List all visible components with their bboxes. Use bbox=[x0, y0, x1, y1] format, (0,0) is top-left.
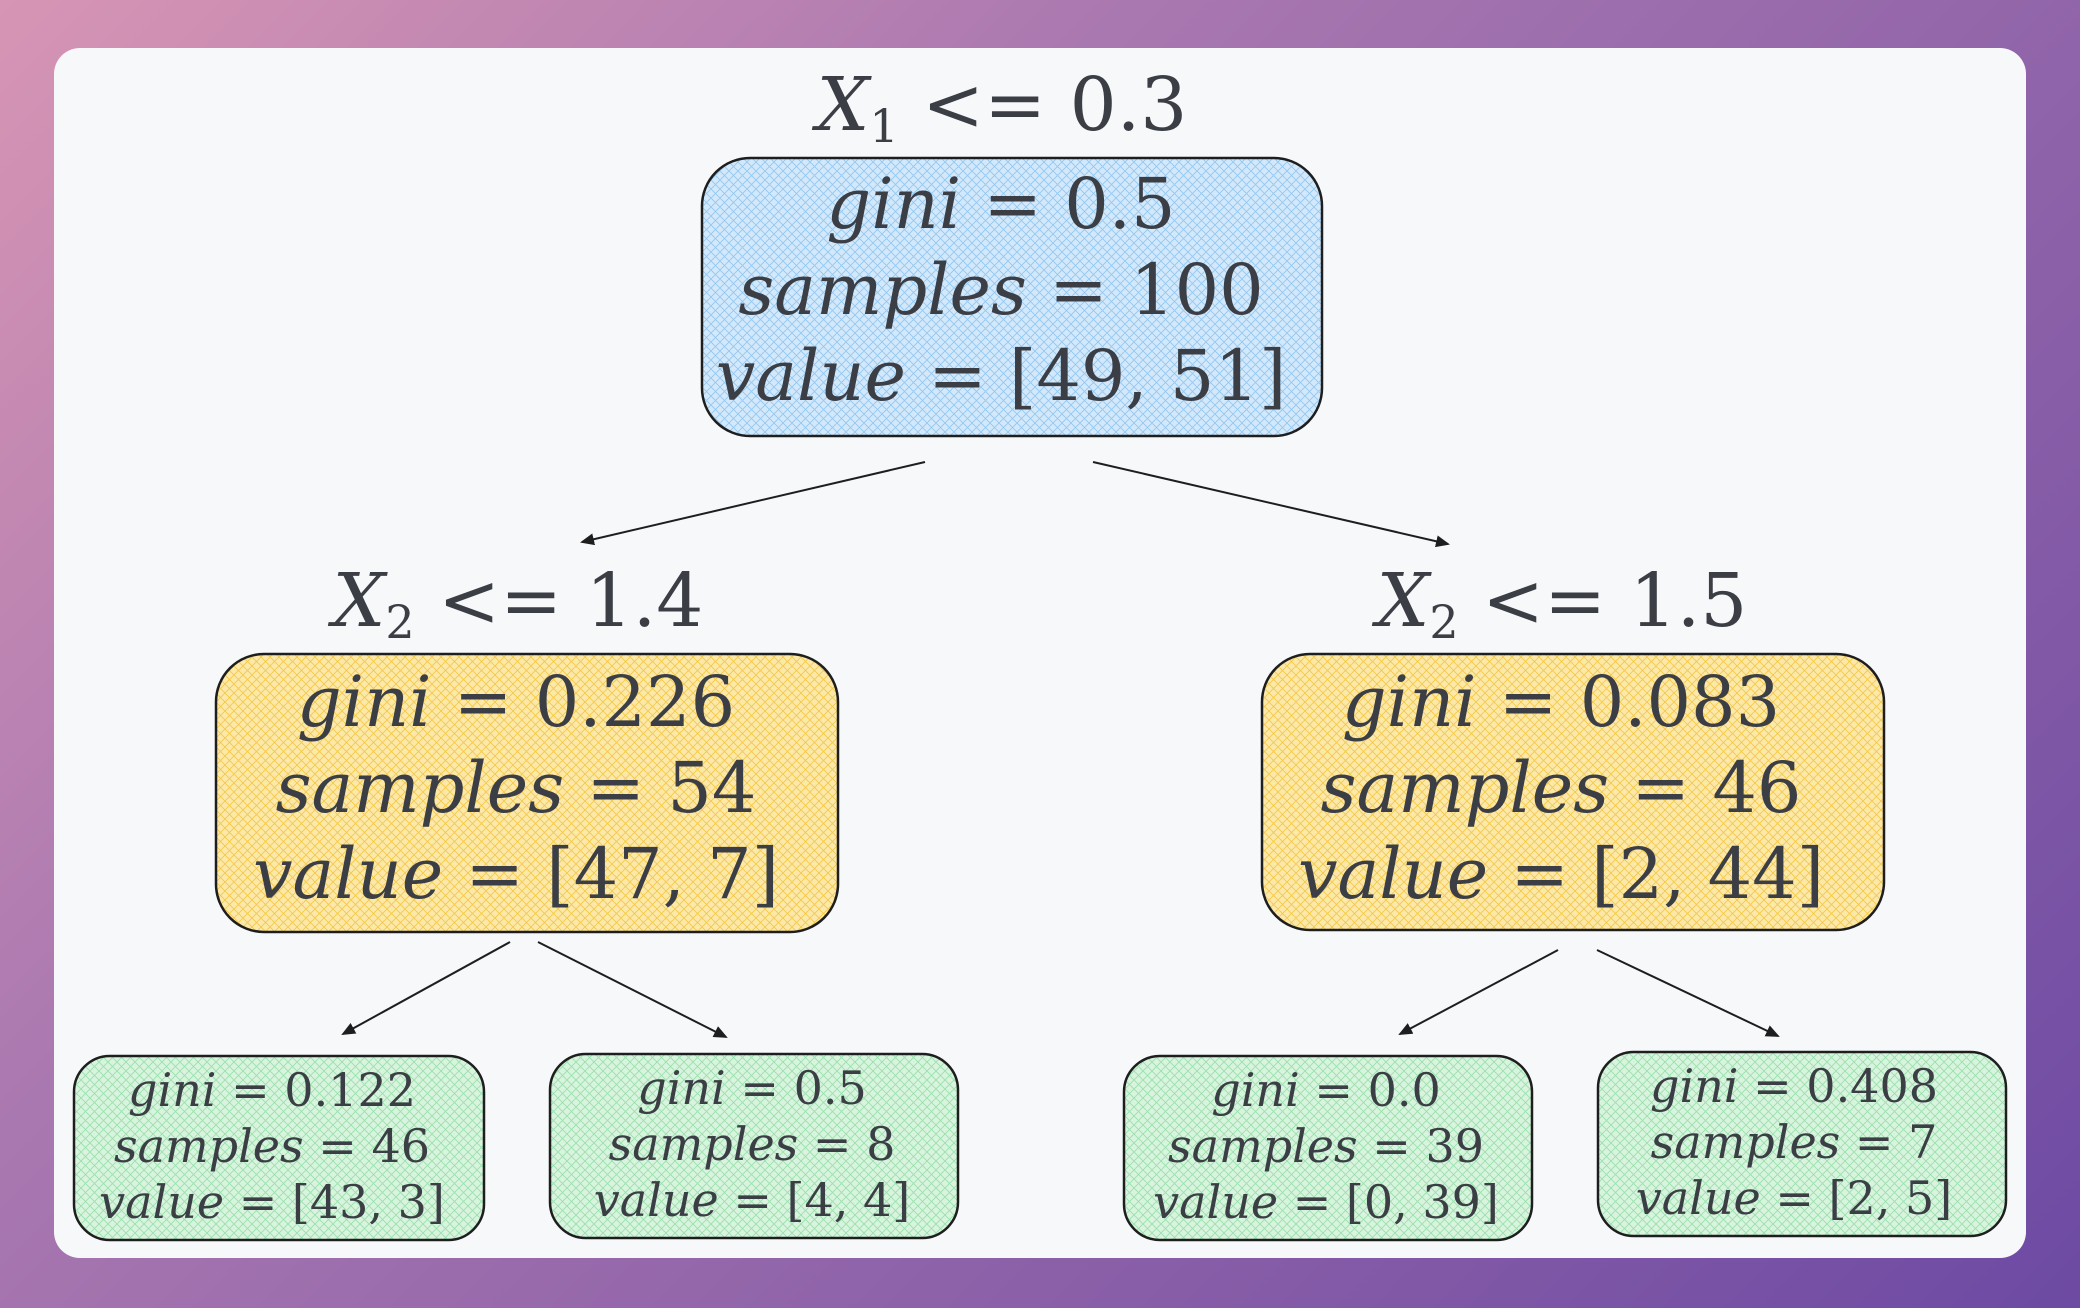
leaf-1-value-line: value = [43, 3] bbox=[99, 1175, 445, 1229]
leaf-3-gini-line: gini = 0.0 bbox=[1211, 1063, 1440, 1117]
leaf-node-1: gini = 0.122 samples = 46 value = [43, 3… bbox=[72, 1054, 486, 1242]
tree-edges bbox=[341, 461, 1780, 1038]
root-node-box bbox=[700, 156, 1324, 438]
right-node: X2 <= 1.5 gini = 0.083 samples = 46 valu… bbox=[1260, 558, 1886, 932]
leaf-node-3-box bbox=[1122, 1054, 1534, 1242]
left-node-box bbox=[214, 652, 840, 934]
root-samples-line: samples = 100 bbox=[738, 249, 1263, 331]
root-split-condition: X1 <= 0.3 bbox=[812, 62, 1188, 153]
left-split-condition: X2 <= 1.4 bbox=[328, 558, 704, 649]
edge-left-to-leaf-2 bbox=[537, 941, 728, 1038]
right-split-condition: X2 <= 1.5 bbox=[1372, 558, 1748, 649]
leaf-node-1-box bbox=[72, 1054, 486, 1242]
leaf-2-samples-line: samples = 8 bbox=[609, 1117, 896, 1171]
leaf-1-samples-line: samples = 46 bbox=[114, 1119, 430, 1173]
root-value-line: value = [49, 51] bbox=[716, 335, 1287, 417]
right-node-box bbox=[1260, 652, 1886, 932]
leaf-3-samples-line: samples = 39 bbox=[1168, 1119, 1484, 1173]
leaf-node-3: gini = 0.0 samples = 39 value = [0, 39] bbox=[1122, 1054, 1534, 1242]
leaf-4-gini-line: gini = 0.408 bbox=[1650, 1059, 1938, 1113]
right-samples-line: samples = 46 bbox=[1321, 747, 1802, 829]
edge-root-to-right bbox=[1092, 461, 1450, 548]
leaf-4-samples-line: samples = 7 bbox=[1651, 1115, 1938, 1169]
leaf-1-gini-line: gini = 0.122 bbox=[128, 1063, 416, 1117]
leaf-3-value-line: value = [0, 39] bbox=[1153, 1175, 1499, 1229]
edge-left-to-leaf-1 bbox=[341, 941, 511, 1035]
leaf-4-value-line: value = [2, 5] bbox=[1636, 1171, 1952, 1225]
left-samples-line: samples = 54 bbox=[276, 747, 757, 829]
leaf-node-4: gini = 0.408 samples = 7 value = [2, 5] bbox=[1596, 1050, 2008, 1238]
right-value-line: value = [2, 44] bbox=[1298, 833, 1824, 915]
leaf-2-gini-line: gini = 0.5 bbox=[637, 1061, 866, 1115]
right-gini-line: gini = 0.083 bbox=[1342, 661, 1780, 743]
leaf-2-value-line: value = [4, 4] bbox=[594, 1173, 910, 1227]
edge-right-to-leaf-4 bbox=[1596, 949, 1780, 1037]
edge-root-to-left bbox=[580, 461, 926, 546]
leaf-node-2: gini = 0.5 samples = 8 value = [4, 4] bbox=[548, 1052, 960, 1240]
left-gini-line: gini = 0.226 bbox=[297, 661, 735, 743]
root-gini-line: gini = 0.5 bbox=[826, 163, 1175, 245]
left-value-line: value = [47, 7] bbox=[253, 833, 779, 915]
edge-right-to-leaf-3 bbox=[1398, 949, 1559, 1035]
left-node: X2 <= 1.4 gini = 0.226 samples = 54 valu… bbox=[214, 558, 840, 934]
leaf-node-4-box bbox=[1596, 1050, 2008, 1238]
leaf-node-2-box bbox=[548, 1052, 960, 1240]
root-node: X1 <= 0.3 gini = 0.5 samples = 100 value… bbox=[700, 62, 1324, 438]
